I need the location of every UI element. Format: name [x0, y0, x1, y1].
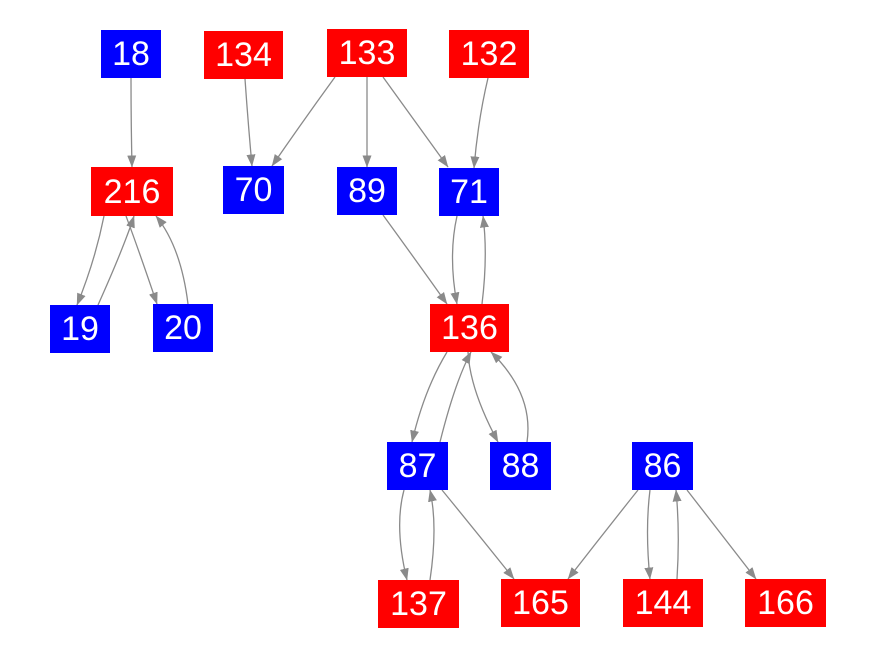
- node-label: 86: [643, 447, 682, 485]
- node-144[interactable]: 144: [623, 579, 703, 627]
- edge-88-136: [490, 351, 529, 443]
- edge-136-87: [410, 351, 448, 443]
- edge-86-166: [686, 489, 757, 580]
- node-label: 87: [398, 447, 437, 485]
- edge-216-19: [76, 215, 105, 306]
- node-166[interactable]: 166: [745, 579, 826, 627]
- edge-19-216: [97, 215, 135, 306]
- node-label: 216: [103, 172, 161, 211]
- edge-87-137: [399, 489, 409, 581]
- node-label: 136: [441, 309, 498, 347]
- edge-144-86: [672, 489, 682, 580]
- node-label: 166: [757, 584, 814, 622]
- node-label: 133: [338, 34, 396, 72]
- node-label: 88: [501, 447, 540, 485]
- edge-133-70: [271, 76, 336, 167]
- node-18[interactable]: 18: [101, 30, 161, 78]
- node-label: 89: [348, 172, 386, 210]
- node-19[interactable]: 19: [50, 305, 110, 353]
- node-label: 19: [61, 310, 99, 348]
- node-133[interactable]: 133: [327, 29, 407, 77]
- edge-86-165: [567, 489, 639, 580]
- node-label: 132: [460, 35, 518, 73]
- node-216[interactable]: 216: [91, 167, 173, 216]
- edge-86-144: [644, 489, 654, 580]
- edge-18-216: [127, 77, 137, 168]
- node-89[interactable]: 89: [337, 167, 397, 215]
- node-70[interactable]: 70: [223, 166, 284, 214]
- node-20[interactable]: 20: [153, 304, 213, 352]
- node-86[interactable]: 86: [632, 442, 693, 490]
- edge-87-136: [439, 351, 472, 443]
- edge-20-216: [155, 215, 189, 305]
- node-label: 18: [112, 35, 150, 73]
- node-134[interactable]: 134: [204, 31, 283, 79]
- edge-136-88: [467, 351, 499, 443]
- node-87[interactable]: 87: [387, 442, 448, 490]
- node-132[interactable]: 132: [449, 30, 529, 78]
- edge-89-136: [382, 214, 448, 305]
- node-88[interactable]: 88: [490, 442, 551, 490]
- node-label: 70: [234, 171, 273, 209]
- node-label: 137: [390, 585, 447, 623]
- node-label: 144: [634, 584, 692, 622]
- edge-134-70: [244, 78, 256, 167]
- node-label: 134: [215, 36, 272, 74]
- node-136[interactable]: 136: [430, 304, 509, 352]
- node-137[interactable]: 137: [378, 580, 459, 628]
- node-71[interactable]: 71: [439, 168, 499, 216]
- edge-132-71: [470, 77, 489, 169]
- edge-133-71: [382, 76, 449, 168]
- edge-136-71: [479, 215, 489, 305]
- node-label: 165: [512, 584, 569, 622]
- edge-216-20: [125, 215, 158, 305]
- edge-71-136: [450, 215, 460, 305]
- node-165[interactable]: 165: [501, 579, 580, 627]
- edge-87-165: [441, 489, 515, 580]
- node-label: 71: [450, 173, 488, 211]
- edge-137-87: [428, 489, 437, 581]
- node-label: 20: [164, 309, 202, 347]
